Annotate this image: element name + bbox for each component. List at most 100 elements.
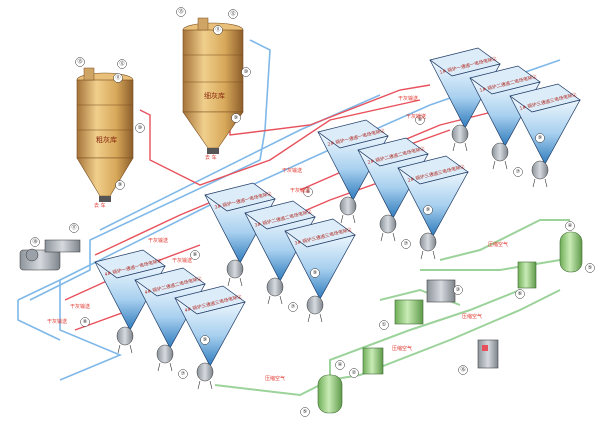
feeder-vessel-b-2 (306, 295, 324, 315)
pipe-label-air-1: 压缩空气 (265, 375, 285, 382)
feeder-leg-l-c-2 (420, 250, 424, 260)
feeder-leg-l-d-1 (492, 160, 496, 170)
hopper-callout-c-2: ⑦ (404, 241, 409, 247)
feeder-leg-l-b-1 (267, 295, 271, 305)
feeder-vessel-d-0 (451, 124, 469, 144)
callout-silo-left-b: ⑫ (119, 60, 124, 67)
blower-unit: ⑰ ⑱ (19, 223, 81, 271)
hopper-body-b-2 (284, 230, 356, 300)
callout-dryer: ② (352, 370, 357, 376)
pipe-label-air-2: 压缩空气 (392, 345, 412, 352)
pipe-label-dry-ash-3: 干灰输送 (148, 237, 168, 244)
pipe-label-dry-ash-6: 干灰输送 (290, 187, 310, 194)
callout-compressor-b: ③ (456, 287, 460, 293)
callout-silo-right-d: ⑩ (244, 69, 249, 75)
hopper-callout-circle-a-1 (200, 335, 210, 345)
feeder-vessel-c-1 (379, 214, 397, 234)
hopper-callout-circle-c-0 (303, 187, 313, 197)
callout-tank-bottom-drain: ⑤ (303, 409, 307, 415)
feeder-leg-r-c-2 (432, 250, 436, 260)
feeder-vessel-a-0 (116, 326, 134, 346)
callout-tank-top-drain: ⑤ (588, 265, 592, 271)
fine-ash-silo: 细灰库 去 车 (182, 17, 244, 161)
feeder-leg-l-c-0 (340, 214, 344, 224)
hopper-callout-b-0: ⑧ (193, 252, 198, 258)
feeder-vessel-c-2 (419, 232, 437, 252)
feeder-leg-r-c-1 (392, 232, 396, 242)
callout-silo-left-c: ⑪ (115, 74, 120, 81)
feeder-leg-r-d-1 (504, 160, 508, 170)
feeder-vessel-b-1 (266, 277, 284, 297)
callout-compressor-a: ① (382, 322, 387, 328)
callout-tank-top: ④ (568, 223, 573, 229)
feeder-leg-r-a-0 (129, 344, 133, 354)
feeder-leg-r-b-0 (239, 277, 243, 287)
pipe-label-dry-ash-5: 干灰输送 (282, 167, 302, 174)
hopper-callout-circle-a-2 (178, 369, 188, 379)
pipe-label-air-3: 压缩空气 (462, 313, 482, 320)
callout-blower-b: ⑱ (32, 238, 37, 245)
feeder-vessel-d-1 (491, 142, 509, 162)
hopper-callout-d-1: ⑨ (538, 135, 542, 141)
feeder-leg-r-b-1 (279, 295, 283, 305)
silo-left-label: 粗灰库 (96, 135, 117, 144)
silo-left-bottom-tag: 去 车 (94, 202, 106, 209)
feeder-leg-l-d-0 (452, 142, 456, 152)
callout-silo-left-e: ⑨ (118, 182, 122, 188)
hopper-body-d-2 (509, 95, 581, 165)
hopper-callout-b-2: ⑦ (291, 304, 296, 310)
hopper-callout-a-1: ⑨ (203, 337, 207, 343)
callout-blower-a: ⑰ (71, 224, 76, 231)
callout-silo-right-a: ⑬ (178, 8, 183, 15)
callout-control-cabinet: ⑯ (460, 366, 465, 373)
hopper-callout-circle-d-2 (513, 167, 523, 177)
hopper-callout-circle-b-2 (288, 302, 298, 312)
hopper-callout-a-2: ⑦ (181, 371, 186, 377)
feeder-leg-l-d-2 (532, 178, 536, 188)
feeder-vessel-d-2 (531, 160, 549, 180)
silo-callouts: ⑬ ⑫ ⑪ ⑩ ⑨ ⑬ ⑫ ⑪ ⑩ ⑨ (75, 7, 251, 190)
feeder-leg-l-c-1 (380, 232, 384, 242)
feeder-vessel-a-1 (156, 344, 174, 364)
feeder-leg-l-b-0 (227, 277, 231, 287)
pipe-label-dry-ash-2: 干灰输送 (70, 303, 90, 310)
compressed-air-station: ④ ⑤ ② ① ③ ⑯ ⑥ ④ ⑤ (300, 221, 595, 417)
callout-silo-left-a: ⑬ (77, 58, 82, 65)
callout-silo-right-c: ⑪ (215, 26, 220, 33)
silo-right-bottom-tag: 去 车 (205, 154, 217, 161)
feeder-vessel-c-0 (339, 196, 357, 216)
hopper-callout-circle-a-0 (80, 317, 90, 327)
hopper-callout-circle-d-0 (415, 115, 425, 125)
feeder-leg-r-a-2 (209, 380, 213, 390)
coarse-ash-silo: 粗灰库 去 车 (76, 67, 134, 209)
hopper-callout-circle-b-1 (310, 268, 320, 278)
hopper-callout-d-2: ⑦ (516, 169, 521, 175)
feeder-vessel-a-2 (196, 362, 214, 382)
pipe-label-dry-ash-1: 干灰输送 (47, 318, 67, 325)
feeder-leg-l-a-1 (157, 362, 161, 372)
pipe-label-air-4: 压缩空气 (488, 241, 508, 248)
callout-silo-right-b: ⑫ (230, 10, 235, 17)
feeder-vessel-b-0 (226, 259, 244, 279)
hopper-callout-circle-d-1 (535, 133, 545, 143)
hopper-callout-c-1: ⑨ (426, 207, 430, 213)
hopper-callout-b-1: ⑨ (313, 270, 317, 276)
hopper-callout-circle-c-1 (423, 205, 433, 215)
callout-silo-left-d: ⑩ (138, 125, 143, 131)
feeder-leg-l-a-2 (197, 380, 201, 390)
hopper-callout-a-0: ⑧ (83, 319, 88, 325)
feeder-leg-r-c-0 (352, 214, 356, 224)
feeder-leg-l-b-2 (307, 313, 311, 323)
hopper-body-c-2 (397, 167, 469, 237)
feeder-leg-r-b-2 (319, 313, 323, 323)
pipe-label-dry-ash-8: 干灰输送 (406, 113, 426, 120)
silo-right-label: 细灰库 (204, 91, 225, 100)
callout-tank-bottom: ④ (338, 362, 343, 368)
pipe-label-dry-ash-4: 干灰输送 (172, 257, 192, 264)
